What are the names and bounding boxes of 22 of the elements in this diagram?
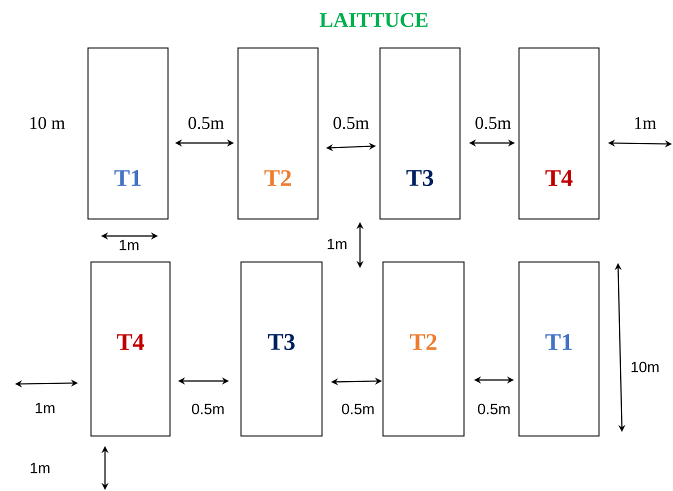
plot-box: T4 (90, 262, 170, 436)
dimension-label: 1m (36, 402, 54, 414)
dimension-label: 10m (632, 362, 659, 372)
plot-box: T1 (88, 48, 168, 220)
dimension-label: 0.5m (334, 116, 369, 130)
dimension-label: 0.5m (476, 116, 511, 130)
dimension-label: 1m (30, 462, 50, 474)
plot-box: T2 (382, 262, 464, 436)
dimension-label: 0.5m (478, 404, 510, 414)
plot-box: T2 (238, 48, 318, 220)
plot-box: T3 (240, 262, 322, 436)
dimension-label: 0.5m (188, 116, 224, 130)
plot-box: T3 (380, 48, 460, 220)
dimension-label: 0.5m (342, 404, 374, 414)
dimension-label: 0.5m (192, 404, 224, 414)
title: LAITTUCE (320, 12, 428, 28)
dimension-label: 1m (635, 117, 656, 129)
plot-box: T4 (518, 48, 600, 220)
dimension-label: 1m (120, 240, 138, 250)
dimension-label: 1m (328, 238, 346, 250)
dimension-label: 10 m (30, 116, 65, 130)
plot-box: T1 (518, 262, 600, 436)
